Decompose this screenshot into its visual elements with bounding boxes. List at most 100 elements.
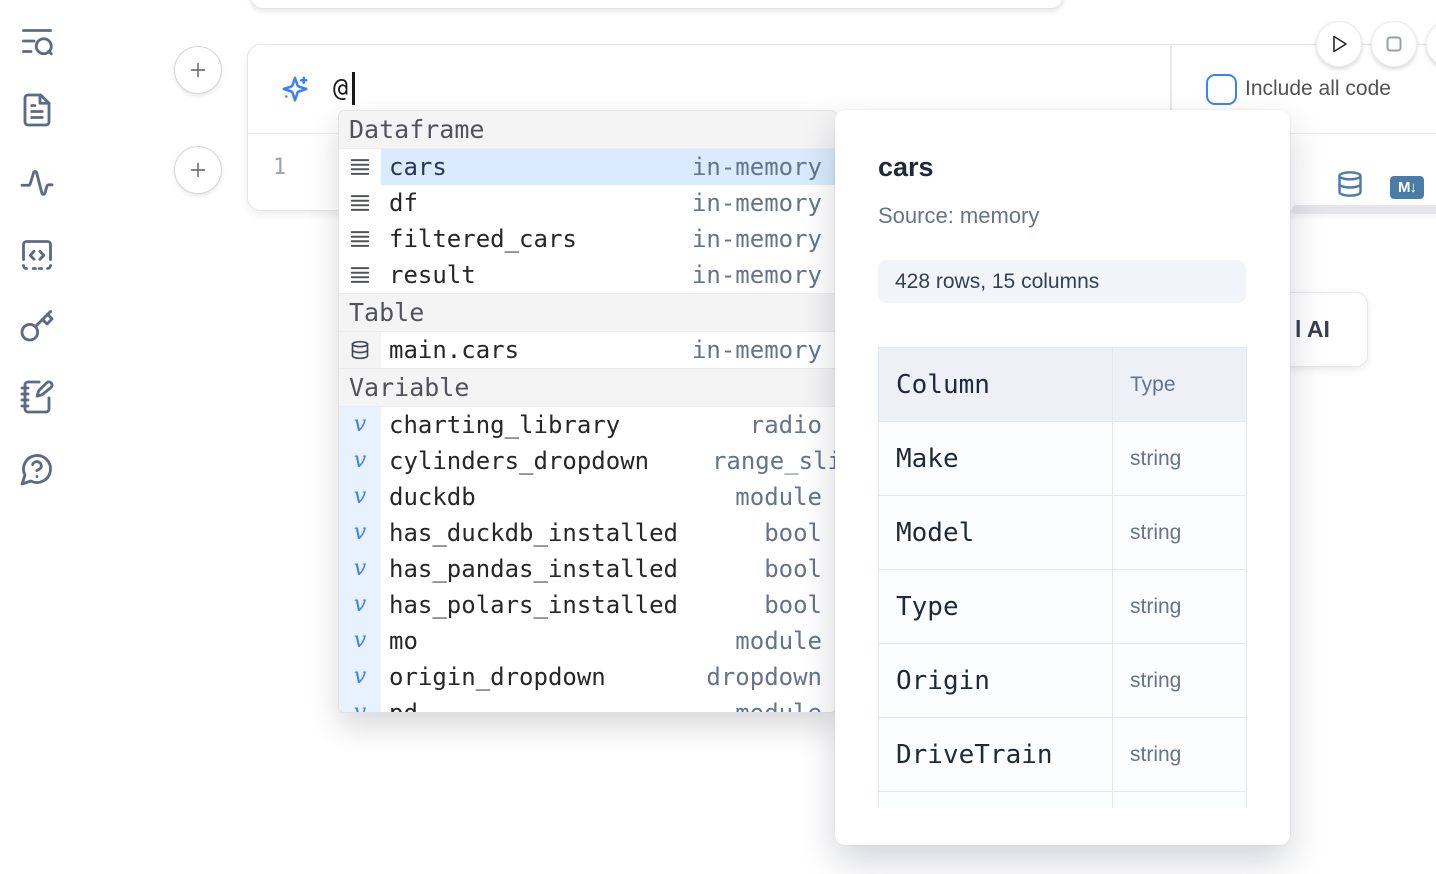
stop-cell-button[interactable] — [1371, 21, 1417, 67]
item-gutter — [339, 257, 381, 293]
column-name: DriveTrain — [878, 717, 1113, 792]
item-gutter: v — [339, 587, 381, 623]
dataframe-rows-icon — [350, 231, 370, 247]
file-text-icon — [23, 93, 51, 126]
item-type: dropdown — [706, 663, 822, 691]
item-name: duckdb — [389, 483, 476, 511]
variable-icon: v — [353, 448, 367, 473]
line-number: 1 — [273, 155, 287, 180]
item-type: range_sli — [711, 447, 837, 475]
item-type: bool — [764, 519, 822, 547]
item-gutter: v — [339, 695, 381, 713]
item-name: charting_library — [389, 411, 621, 439]
item-gutter — [339, 185, 381, 221]
table-database-icon — [351, 340, 369, 360]
dataframe-preview-panel: cars Source: memory 428 rows, 15 columns… — [835, 110, 1290, 845]
item-gutter: v — [339, 407, 381, 443]
item-name: result — [389, 261, 476, 289]
item-gutter — [339, 332, 381, 368]
preview-source: Source: memory — [878, 203, 1040, 228]
column-type: string — [1112, 717, 1247, 792]
key-icon — [20, 309, 54, 341]
variable-icon: v — [353, 700, 367, 713]
item-name: pd — [389, 699, 418, 713]
add-cell-button-top[interactable] — [174, 46, 222, 94]
item-name: df — [389, 189, 418, 217]
item-gutter: v — [339, 479, 381, 515]
add-cell-button-bottom[interactable] — [174, 146, 222, 194]
include-all-code-checkbox[interactable] — [1206, 74, 1237, 105]
schema-col-header: Column — [878, 347, 1113, 422]
plus-icon — [190, 162, 206, 178]
files-button[interactable] — [17, 91, 57, 131]
help-button[interactable] — [17, 450, 57, 490]
item-type: radio — [749, 411, 822, 439]
cell-scrollbar[interactable] — [1292, 205, 1436, 214]
item-gutter — [339, 149, 381, 185]
left-sidebar — [0, 0, 72, 874]
column-type: string — [1112, 643, 1247, 718]
datasource-icon[interactable] — [1336, 170, 1364, 203]
column-type: string — [1112, 495, 1247, 570]
column-type: string — [1112, 569, 1247, 644]
item-gutter: v — [339, 515, 381, 551]
code-editor-row[interactable]: 1 M↓ — [248, 134, 1436, 208]
shape-badge: 428 rows, 15 columns — [878, 260, 1246, 303]
markdown-icon[interactable]: M↓ — [1390, 176, 1424, 199]
column-name: Origin — [878, 643, 1113, 718]
secrets-button[interactable] — [17, 306, 57, 346]
variable-icon: v — [353, 664, 367, 689]
text-cursor — [352, 72, 355, 105]
activity-button[interactable] — [17, 164, 57, 204]
scratchpad-button[interactable] — [17, 378, 57, 418]
autocomplete-item-charting_library[interactable]: v charting_library radio — [339, 407, 836, 443]
code-snippets-button[interactable] — [17, 236, 57, 276]
item-type: in-memory — [691, 336, 822, 364]
variable-icon: v — [353, 592, 367, 617]
item-gutter — [339, 221, 381, 257]
item-type: bool — [764, 591, 822, 619]
autocomplete-item-has_pandas_installed[interactable]: v has_pandas_installed bool — [339, 551, 836, 587]
list-search-icon — [22, 28, 53, 55]
autocomplete-item-origin_dropdown[interactable]: v origin_dropdown dropdown — [339, 659, 836, 695]
item-name: cars — [389, 153, 447, 181]
autocomplete-item-cars[interactable]: cars in-memory — [339, 149, 836, 185]
item-name: has_duckdb_installed — [389, 519, 678, 547]
play-icon — [1333, 35, 1347, 53]
item-name: cylinders_dropdown — [389, 447, 650, 475]
item-name: filtered_cars — [389, 225, 577, 253]
column-name: Type — [878, 569, 1113, 644]
ai-prompt-text[interactable]: @ — [333, 73, 349, 102]
item-name: has_pandas_installed — [389, 555, 678, 583]
variable-icon: v — [353, 556, 367, 581]
run-cell-button[interactable] — [1316, 21, 1362, 67]
preview-title: cars — [878, 152, 934, 182]
autocomplete-item-has_polars_installed[interactable]: v has_polars_installed bool — [339, 587, 836, 623]
item-gutter: v — [339, 623, 381, 659]
item-type: in-memory — [691, 261, 822, 289]
item-type: in-memory — [691, 153, 822, 181]
item-name: origin_dropdown — [389, 663, 606, 691]
autocomplete-item-has_duckdb_installed[interactable]: v has_duckdb_installed bool — [339, 515, 836, 551]
autocomplete-item-result[interactable]: result in-memory — [339, 257, 836, 293]
autocomplete-item-cylinders_dropdown[interactable]: v cylinders_dropdown range_sli — [339, 443, 836, 479]
column-name: Make — [878, 421, 1113, 496]
item-name: has_polars_installed — [389, 591, 678, 619]
column-type: string — [1112, 421, 1247, 496]
notebook-pen-icon — [20, 380, 54, 413]
item-type: bool — [764, 555, 822, 583]
search-files-button[interactable] — [17, 22, 57, 62]
